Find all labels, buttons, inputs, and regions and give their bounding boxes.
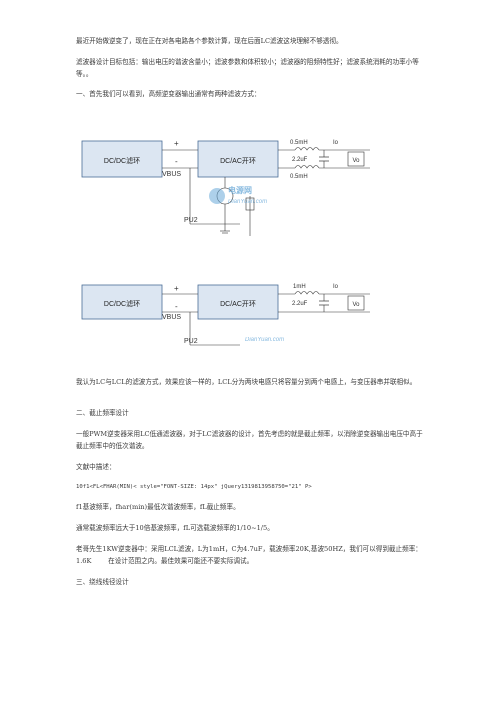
pu2-label: PU2 [184, 338, 198, 345]
watermark-en: DianYuan.com [245, 337, 284, 343]
paragraph-cutoff: 一般PWM逆变器采用LC低通滤波器，对于LC滤波器的设计，首先考虑的就是截止频率… [76, 430, 423, 450]
load-vo-box [347, 151, 365, 167]
plus-sign: + [174, 139, 179, 148]
dcac-block [197, 284, 279, 320]
current-io-label: Io [333, 284, 339, 290]
load-vo-label: Vo [352, 158, 360, 164]
inductor-symbol [294, 291, 320, 295]
load-vo-label: Vo [352, 302, 360, 308]
vbus-label: VBUS [162, 314, 181, 321]
lcl-filter-diagram: DC/DC滤环 DC/AC开环 + - VBUS PU2 0.5mH Io 0.… [81, 139, 370, 236]
dcac-block [197, 140, 279, 178]
minus-sign: - [175, 157, 178, 166]
minus-sign: - [175, 302, 178, 311]
watermark-en: DianYuan.com [228, 199, 267, 205]
paragraph-example: 老哥先生1KW逆变器中：采用LCL滤波，L为1mH，C为4.7uF，载波频率20… [76, 545, 422, 565]
inductor-2-symbol [294, 165, 320, 169]
dcac-label: DC/AC开环 [220, 157, 256, 165]
inductor-2-label: 0.5mH [290, 174, 308, 180]
plus-sign: + [174, 284, 179, 293]
capacitor-label: 2.2uF [292, 157, 308, 163]
paragraph-carrier: 通常载波频率远大于10倍基波频率，fL可选载波频率的1/10~1/5。 [76, 524, 274, 532]
lc-filter-diagram: DC/DC滤环 DC/AC开环 + - VBUS PU2 1mH Io 2.2u… [81, 284, 370, 346]
paragraph-definitions: f1基波频率，fhar(min)最低次谐波频率，fL截止频率。 [76, 503, 240, 511]
paragraph-lc-lcl: 我认为LC与LCL的滤波方式，效果应该一样的，LCL分为两块电感只将容量分到两个… [76, 378, 417, 386]
section-heading-2: 二、截止频率设计 [76, 409, 129, 417]
inductor-1-symbol [294, 147, 320, 151]
section-heading-3: 三、绕线线径设计 [76, 578, 129, 586]
paragraph-intro: 最近开始做逆变了，现在正在对各电路各个参数计算，现在后面LC滤波这块理解不够透彻… [76, 37, 343, 45]
dcdc-label: DC/DC滤环 [104, 299, 140, 308]
watermark-cn: 电源网 [228, 185, 252, 195]
pu2-label: PU2 [184, 217, 198, 224]
inductor-label: 1mH [293, 284, 306, 290]
current-io-label: Io [333, 140, 339, 146]
dcac-label: DC/AC开环 [220, 300, 256, 308]
inductor-1-label: 0.5mH [290, 140, 308, 146]
paragraph-literature: 文献中描述： [76, 463, 116, 471]
watermark-logo-icon [209, 188, 225, 204]
paragraph-goals: 滤波器设计目标包括：输出电压的谐波含量小；滤波参数和体积较小；滤波器的阻频特性好… [76, 58, 419, 78]
capacitor-label: 2.2uF [292, 301, 308, 307]
dcdc-block [81, 284, 163, 320]
load-vo-box [347, 295, 365, 311]
vbus-label: VBUS [162, 171, 181, 178]
formula-line: 10f1<FL<FHAR(MIN)< style="FONT-SIZE: 14p… [76, 484, 312, 490]
section-heading-1: 一、首先我们可以看到，高频逆变器输出通常有两种滤波方式： [76, 90, 261, 98]
dcdc-label: DC/DC滤环 [104, 156, 140, 165]
dcdc-block [81, 140, 163, 178]
